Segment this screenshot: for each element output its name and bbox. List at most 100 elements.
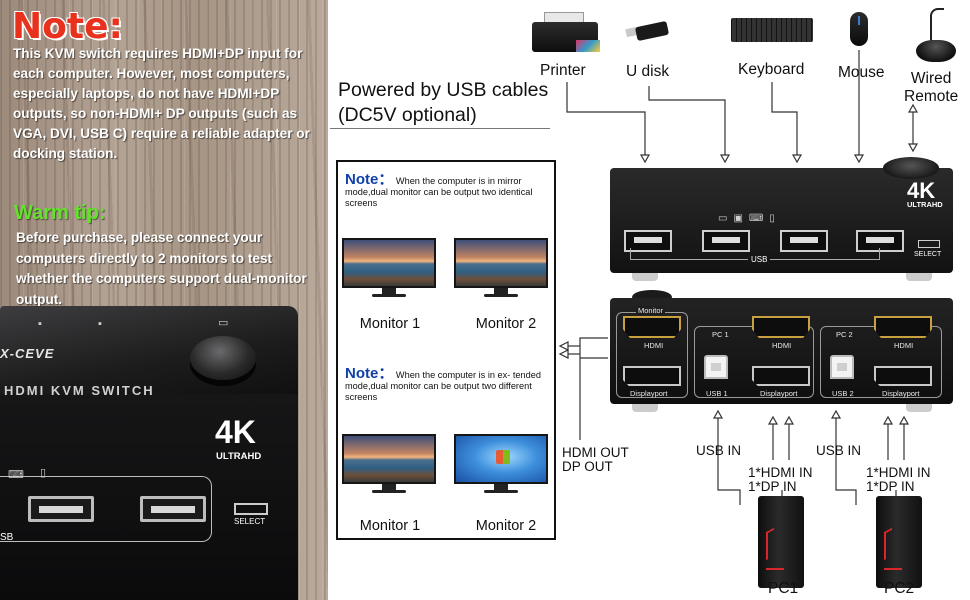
rubber-foot	[906, 404, 932, 412]
warm-tip-body-text: Before purchase, please connect your com…	[16, 230, 307, 307]
kvm-switch-usb-side	[610, 168, 953, 273]
dp-out-port[interactable]	[623, 366, 681, 386]
hdmi-in-label: 1*HDMI IN	[748, 465, 813, 480]
usb2-label: USB 2	[832, 389, 854, 398]
pc1-usb-in-label: USB IN	[696, 443, 742, 458]
arrow-head	[783, 415, 795, 425]
pc1-label: PC1	[768, 580, 799, 597]
arrow-head	[767, 415, 779, 425]
pc2-dp-in-port[interactable]	[874, 366, 932, 386]
pc2-label: PC2	[884, 580, 915, 597]
keyboard-icon: ⌨	[8, 469, 24, 481]
hdmi-in-label: 1*HDMI IN	[866, 465, 931, 480]
pc1-hdmi-in-port[interactable]	[752, 316, 810, 338]
monitor-label: Monitor 1	[359, 316, 421, 332]
displayport-label: Displayport	[630, 389, 668, 398]
rubber-foot	[632, 273, 658, 281]
mirror-note-heading: Note：	[345, 171, 394, 188]
pc2-usb-in-label: USB IN	[816, 443, 862, 458]
badge-4k: 4K	[215, 414, 256, 450]
kvm-switch-video-side	[610, 298, 953, 404]
hdmi-out-line	[579, 337, 608, 440]
pc2-tower-image	[876, 496, 922, 588]
keyboard-icon: ⌨	[748, 213, 770, 224]
monitor-image	[454, 238, 548, 298]
select-label: SELECT	[914, 251, 942, 258]
switch-button[interactable]	[190, 336, 256, 380]
power-info-line1: Powered by USB cables	[338, 79, 549, 101]
closeup-led-icon: ▪	[38, 318, 42, 330]
wired-remote-label-line2: Remote	[904, 88, 959, 105]
usb-port[interactable]	[624, 230, 672, 252]
udisk-icon: ▭	[718, 213, 734, 224]
dp-in-label: 1*DP IN	[866, 479, 915, 494]
mirror-note-text: When the computer is in mirror mode,dual…	[345, 176, 533, 208]
arrow-head	[558, 341, 569, 351]
kvm-switch-closeup: ▪ ▪ ▭ X-CEVE HDMI KVM SWITCH 4K ULTRAHD …	[0, 306, 328, 600]
keyboard-cable-line	[771, 82, 798, 155]
wired-remote-label: Wired Remote	[904, 70, 958, 106]
arrow-head	[712, 409, 724, 419]
mouse-icon: ▯	[40, 467, 47, 479]
monitor-label: Monitor 1	[359, 518, 421, 534]
select-port[interactable]	[234, 503, 268, 515]
usb-port[interactable]	[140, 496, 206, 522]
hdmi-out-label: HDMI OUT	[562, 445, 629, 460]
mouse-image	[850, 12, 868, 46]
usb-disk-image	[625, 20, 670, 42]
pc2-usb-line	[835, 412, 857, 505]
monitor-label: Monitor 2	[475, 316, 537, 332]
hdmi-out-port[interactable]	[623, 316, 681, 338]
extended-note-heading: Note：	[345, 365, 394, 382]
usb2-port[interactable]	[830, 355, 854, 379]
select-port[interactable]	[918, 240, 940, 248]
arrow-head	[853, 154, 865, 164]
note-body-text: This KVM switch requires HDMI+DP input f…	[13, 46, 310, 161]
udisk-cable-line	[648, 86, 726, 155]
usb-port[interactable]	[780, 230, 828, 252]
badge-ultrahd: ULTRAHD	[907, 200, 943, 209]
switch-button[interactable]	[883, 157, 939, 179]
arrow-head	[791, 154, 803, 164]
usb-port[interactable]	[28, 496, 94, 522]
pc2-hdmi-in-port[interactable]	[874, 316, 932, 338]
pc1-group-label: PC 1	[712, 330, 729, 339]
udisk-label: U disk	[626, 63, 670, 80]
pc1-usb-line	[717, 412, 741, 505]
remote-cable	[930, 8, 944, 42]
wired-remote-label-line1: Wired	[910, 70, 952, 87]
dp-out-label: DP OUT	[562, 459, 613, 474]
extended-mode-note: Note： When the computer is in ex- tended…	[345, 365, 550, 403]
rubber-foot	[906, 273, 932, 281]
monitor-image	[342, 434, 436, 494]
warm-tip-heading: Warm tip:	[14, 202, 106, 224]
usb-port[interactable]	[702, 230, 750, 252]
usb1-port[interactable]	[704, 355, 728, 379]
badge-4k: 4K	[907, 178, 936, 203]
arrow-head	[907, 103, 919, 113]
pc1-tower-image	[758, 496, 804, 588]
arrow-head	[719, 154, 731, 164]
printer-icon: ▣	[733, 213, 749, 224]
pc2-video-in-label: 1*HDMI IN 1*DP IN	[866, 466, 931, 494]
closeup-led-icon: ▪	[98, 318, 102, 330]
port-icons: ▭▣⌨▯	[718, 213, 781, 224]
keyboard-label: Keyboard	[738, 61, 805, 78]
keyboard-image	[731, 18, 813, 42]
video-out-label: HDMI OUT DP OUT	[562, 446, 629, 474]
printer-image	[528, 10, 602, 52]
arrow-head	[907, 143, 919, 153]
badge-ultrahd: ULTRAHD	[216, 451, 262, 462]
pc1-dp-in-port[interactable]	[752, 366, 810, 386]
hdmi-label: HDMI	[644, 341, 664, 350]
arrow-head	[830, 409, 842, 419]
closeup-select-icon: ▭	[218, 317, 229, 329]
usb-label: SB	[0, 532, 14, 543]
wood-background-panel: Note: This KVM switch requires HDMI+DP i…	[0, 0, 328, 600]
pc2-group-label: PC 2	[836, 330, 853, 339]
monitor-label: Monitor 2	[475, 518, 537, 534]
usb-port[interactable]	[856, 230, 904, 252]
hdmi-label: HDMI	[894, 341, 914, 350]
displayport-label: Displayport	[882, 389, 920, 398]
usb-label: USB	[748, 255, 771, 264]
